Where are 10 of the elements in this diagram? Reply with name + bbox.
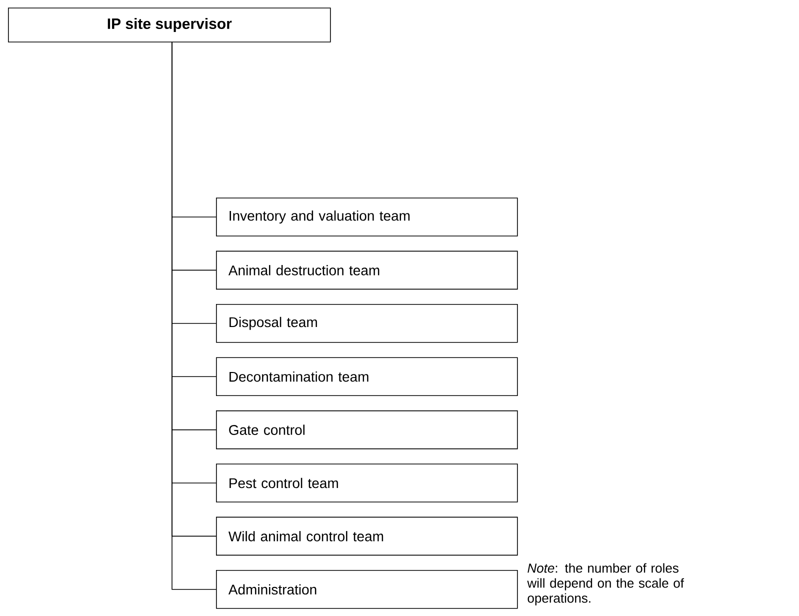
team-box: Animal destruction team — [216, 250, 518, 290]
team-box: Decontamination team — [216, 357, 518, 396]
team-box: Administration — [216, 570, 518, 609]
supervisor-box: IP site supervisor — [8, 8, 331, 42]
team-box: Wild animal control team — [216, 516, 518, 556]
note-text: Note: the number of roles will depend on the scale of operations. — [527, 563, 684, 606]
team-box: Disposal team — [216, 304, 518, 343]
team-box: Inventory and valuation team — [216, 198, 518, 236]
team-box: Pest control team — [216, 464, 518, 502]
team-box: Gate control — [216, 410, 518, 450]
